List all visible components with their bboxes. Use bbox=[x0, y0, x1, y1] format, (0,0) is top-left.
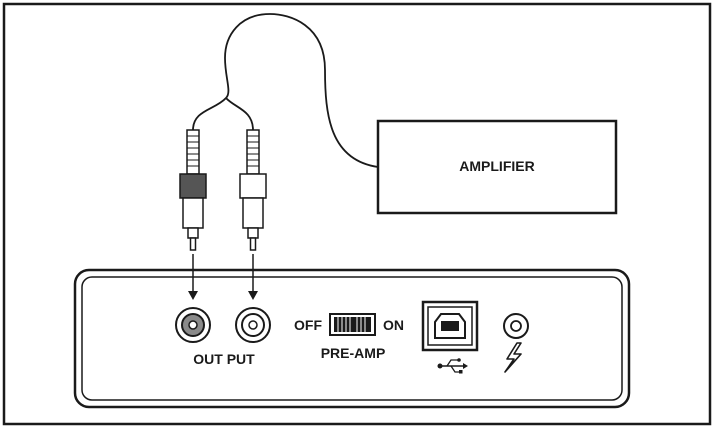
amplifier-box bbox=[376, 119, 618, 215]
switch-on-label: ON bbox=[383, 317, 404, 333]
amplifier-label: AMPLIFIER bbox=[459, 158, 535, 174]
usb-b-port bbox=[421, 300, 479, 352]
rca-plug-right bbox=[239, 129, 267, 251]
rca-jack-right bbox=[235, 307, 271, 343]
rca-plug-left bbox=[179, 129, 207, 251]
arrow-right bbox=[248, 254, 258, 300]
back-panel-inner bbox=[81, 276, 623, 401]
outer-frame bbox=[2, 2, 712, 426]
output-label: OUT PUT bbox=[193, 351, 255, 367]
usb-symbol-icon bbox=[437, 358, 468, 374]
back-panel bbox=[73, 268, 631, 409]
amplifier-cable bbox=[192, 13, 379, 168]
cable-branch-right bbox=[225, 97, 254, 131]
lightning-icon bbox=[504, 342, 522, 373]
switch-off-label: OFF bbox=[294, 317, 322, 333]
power-jack bbox=[503, 313, 529, 339]
pre-amp-switch[interactable] bbox=[329, 313, 376, 336]
pre-amp-label: PRE-AMP bbox=[320, 345, 386, 361]
arrow-left bbox=[188, 254, 198, 300]
rca-jack-left bbox=[175, 307, 211, 343]
